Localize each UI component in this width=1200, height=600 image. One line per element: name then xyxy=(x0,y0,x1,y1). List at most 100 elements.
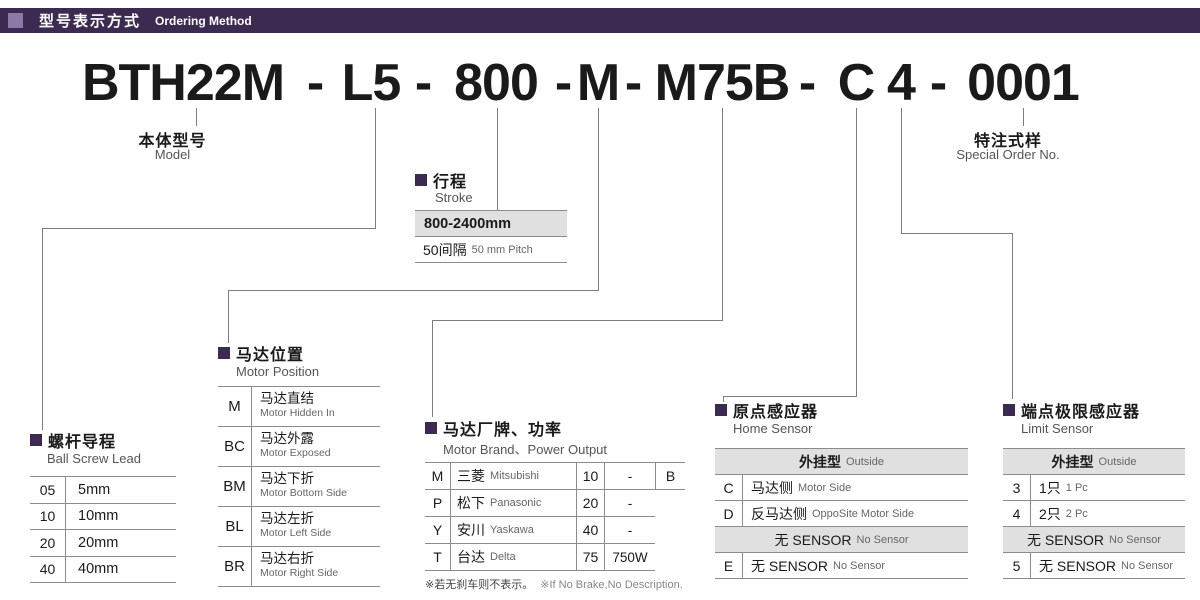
home-head-en: Outside xyxy=(846,455,884,468)
brand-cn: 三菱 xyxy=(457,468,485,484)
brand-code: T xyxy=(425,544,451,570)
header-title-en: Ordering Method xyxy=(155,13,252,28)
table-row: P 松下 Panasonic 20 - xyxy=(425,490,655,517)
home-code: C xyxy=(715,475,743,500)
header-title-cn: 型号表示方式 xyxy=(39,13,142,30)
power-code: 75 xyxy=(577,544,605,570)
bullet-square-icon xyxy=(1003,404,1015,416)
brand-en: Panasonic xyxy=(490,497,542,509)
table-row: E 无 SENSOR No Sensor xyxy=(715,553,968,579)
position-title-en: Motor Position xyxy=(236,364,320,379)
lead-code: 40 xyxy=(30,556,66,582)
model-label-cn: 本体型号 xyxy=(138,133,207,150)
no-sensor-en: No Sensor xyxy=(856,533,909,546)
table-row: 5 无 SENSOR No Sensor xyxy=(1003,553,1185,579)
power-code: 20 xyxy=(577,490,605,516)
lead-value: 20mm xyxy=(78,534,119,551)
position-cn: 马达直结 xyxy=(260,391,314,406)
table-row: 4 2只 2 Pc xyxy=(1003,501,1185,527)
home-en: OppoSite Motor Side xyxy=(812,507,915,520)
limit-head-cn: 外挂型 xyxy=(1051,453,1094,470)
brand-title-cn: 马达厂牌、功率 xyxy=(425,416,562,440)
position-en: Motor Hidden In xyxy=(260,406,335,419)
stroke-range: 800-2400mm xyxy=(424,215,512,232)
connector-line xyxy=(598,108,599,290)
table-row: 20 20mm xyxy=(30,530,176,557)
home-cn: 马达侧 xyxy=(751,479,793,496)
limit-en: 2 Pc xyxy=(1065,507,1088,520)
home-sensor-title-en: Home Sensor xyxy=(733,421,813,436)
position-cn: 马达下折 xyxy=(260,471,314,486)
stroke-title-en: Stroke xyxy=(435,190,473,205)
lead-code: 20 xyxy=(30,530,66,556)
brand-code: M xyxy=(425,463,451,489)
brand-table: M 三菱 Mitsubishi 10 - P 松下 Panasonic 20 -… xyxy=(425,462,655,571)
code-dash: - xyxy=(929,54,947,112)
stroke-pitch-cn: 50间隔 xyxy=(423,241,467,258)
code-segment-special: 0001 xyxy=(967,54,1080,112)
stroke-pitch-en: 50 mm Pitch xyxy=(471,243,533,256)
table-row: D 反马达侧 OppoSite Motor Side xyxy=(715,501,968,527)
position-en: Motor Left Side xyxy=(260,526,332,539)
brand-code: Y xyxy=(425,517,451,543)
brand-code: P xyxy=(425,490,451,516)
position-code: BL xyxy=(218,507,252,546)
power-value: - xyxy=(627,522,633,538)
lead-value: 5mm xyxy=(78,481,111,498)
lead-code: 05 xyxy=(30,477,66,503)
position-en: Motor Exposed xyxy=(260,446,331,459)
bullet-square-icon xyxy=(415,174,427,186)
connector-line xyxy=(497,108,498,211)
connector-line xyxy=(42,228,376,229)
position-cn: 马达右折 xyxy=(260,551,314,566)
lead-table: 05 5mm 10 10mm 20 20mm 40 40mm xyxy=(30,476,176,583)
code-dash: - xyxy=(798,54,816,112)
connector-line xyxy=(723,396,724,402)
stroke-title-text: 行程 xyxy=(433,174,468,191)
table-row: T 台达 Delta 75 750W xyxy=(425,544,655,571)
bullet-square-icon xyxy=(30,434,42,446)
no-sensor-en: No Sensor xyxy=(1109,533,1161,546)
connector-line xyxy=(42,228,43,430)
code-segment-limit-sensor: 4 xyxy=(887,54,916,112)
table-row: M 三菱 Mitsubishi 10 - xyxy=(425,463,655,490)
limit-en: 1 Pc xyxy=(1065,481,1088,494)
brand-en: Yaskawa xyxy=(490,524,534,536)
limit-sensor-title-en: Limit Sensor xyxy=(1021,421,1094,436)
footnote-en: ※If No Brake,No Description. xyxy=(540,579,683,591)
table-row: BC 马达外露 Motor Exposed xyxy=(218,427,380,467)
code-segment-home-sensor: C xyxy=(837,54,876,112)
brand-title-en: Motor Brand、Power Output xyxy=(443,442,608,457)
limit-head-en: Outside xyxy=(1098,455,1137,468)
table-row: 3 1只 1 Pc xyxy=(1003,475,1185,501)
home-sensor-title-text: 原点感应器 xyxy=(733,404,819,421)
special-order-label-en: Special Order No. xyxy=(956,147,1060,162)
power-value: - xyxy=(627,468,633,484)
special-order-label-cn: 特注式样 xyxy=(973,133,1042,150)
code-segment-model: BTH22M xyxy=(81,54,285,112)
position-en: Motor Bottom Side xyxy=(260,486,347,499)
connector-line xyxy=(375,108,376,228)
bullet-square-icon xyxy=(715,404,727,416)
limit-sensor-title-text: 端点极限感应器 xyxy=(1021,404,1141,421)
code-segment-stroke: 800 xyxy=(454,54,539,112)
lead-title-cn: 螺杆导程 xyxy=(30,428,116,452)
table-row: BR 马达右折 Motor Right Side xyxy=(218,547,380,587)
lead-title-text: 螺杆导程 xyxy=(48,434,117,451)
footnote-cn: ※若无刹车则不表示。 xyxy=(425,579,534,591)
position-cn: 马达外露 xyxy=(260,431,314,446)
home-cn: 反马达侧 xyxy=(751,505,807,522)
power-code: 10 xyxy=(577,463,605,489)
connector-line xyxy=(722,108,723,320)
connector-line xyxy=(856,108,857,396)
limit-code: 4 xyxy=(1003,501,1031,526)
limit-cn: 2只 xyxy=(1039,505,1061,522)
brand-cn: 松下 xyxy=(457,495,485,511)
limit-cn: 无 SENSOR xyxy=(1039,557,1117,574)
table-row: 10 10mm xyxy=(30,503,176,530)
brand-footnote: ※若无刹车则不表示。 ※If No Brake,No Description. xyxy=(425,576,683,592)
brake-code-cell: B xyxy=(655,462,685,490)
table-header-row: 外挂型 Outside xyxy=(715,449,968,475)
power-code: 40 xyxy=(577,517,605,543)
brand-cn: 台达 xyxy=(457,549,485,565)
